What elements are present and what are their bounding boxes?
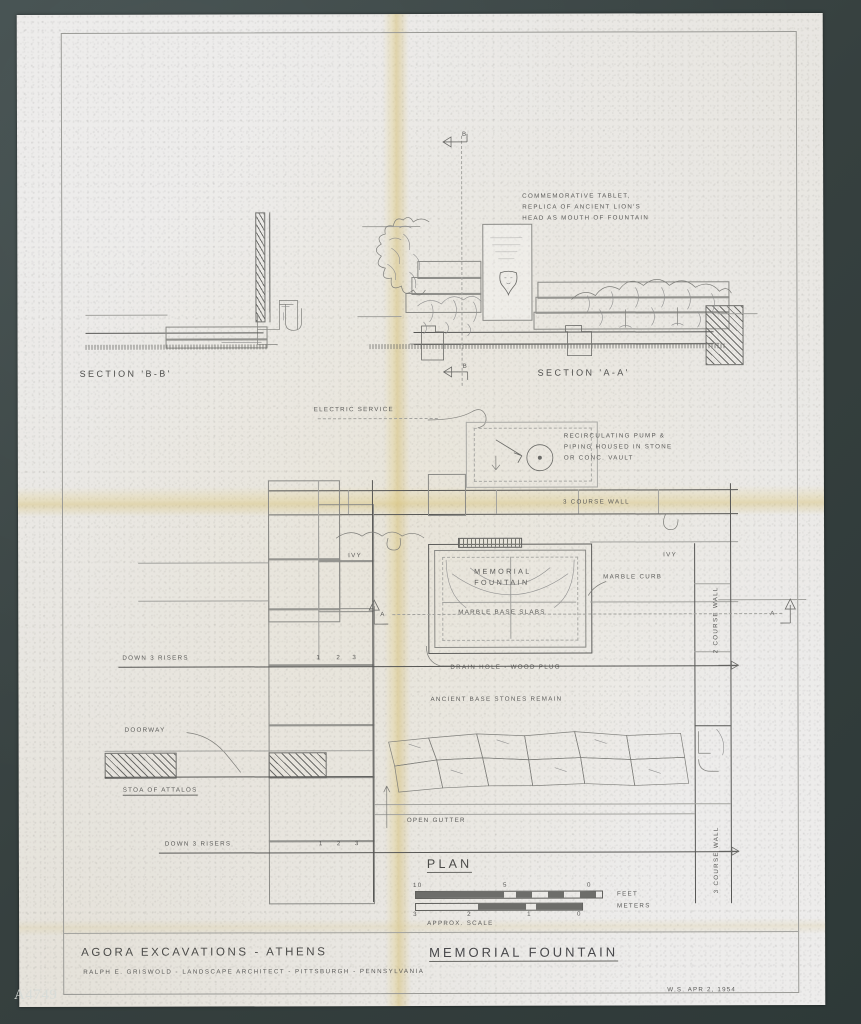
- plan-wall-joint-3: [495, 489, 498, 514]
- riser-arrow-upper: [718, 660, 740, 670]
- drawing-sheet: COMMEMORATIVE TABLET, REPLICA OF ANCIENT…: [16, 12, 826, 1008]
- riser-number-2-lower: 2: [336, 840, 342, 848]
- down-risers-lower-label: DOWN 3 RISERS: [164, 840, 232, 848]
- open-gutter-leader: [383, 785, 391, 829]
- scale-tick-feet-5: 5: [502, 881, 508, 889]
- section-marker-b-top-label: B: [462, 130, 468, 138]
- plan-left-block-i: [268, 776, 375, 843]
- ivy-left-label: IVY: [348, 552, 363, 560]
- scale-tick-meters-0: 0: [577, 910, 582, 918]
- electric-service-leader: [427, 409, 487, 429]
- scale-tick-feet-10: 10: [412, 881, 423, 890]
- section-marker-a-left: [368, 599, 389, 625]
- memorial-fountain-label-1: MEMORIAL: [474, 566, 532, 576]
- tablet-note-line1: COMMEMORATIVE TABLET,: [522, 192, 631, 200]
- down-risers-upper-label: DOWN 3 RISERS: [122, 654, 189, 662]
- archive-number: A4749: [14, 987, 58, 1003]
- wall-3-course-top-label: 3 COURSE WALL: [562, 498, 630, 506]
- marble-curb-leader: [587, 581, 607, 596]
- bb-section-linework: [221, 214, 302, 345]
- wall-2-course-right-label: 2 COURSE WALL: [712, 586, 720, 654]
- stoa-label: STOA OF ATTALOS: [122, 786, 198, 796]
- section-marker-a-left-label: A: [380, 611, 386, 619]
- plan-wall-joint-5: [657, 489, 660, 514]
- riser-number-3-lower: 3: [354, 840, 360, 848]
- scale-tick-meters-2: 2: [467, 910, 472, 918]
- plan-drawing: ELECTRIC SERVICE RECIRCULATING PUMP & PI…: [17, 13, 823, 905]
- riser-arrow-lower: [718, 846, 740, 856]
- section-marker-b-bottom-label: B: [462, 362, 469, 370]
- riser-number-1-lower: 1: [318, 840, 324, 848]
- tablet-note-line2: REPLICA OF ANCIENT LION'S: [522, 203, 642, 211]
- scale-unit-feet: FEET: [616, 890, 639, 898]
- scale-tick-feet-0: 0: [586, 881, 592, 889]
- doorway-jamb-right: [268, 752, 327, 779]
- section-bb-label: SECTION 'B-B': [79, 368, 172, 379]
- drawing-title: MEMORIAL FOUNTAIN: [429, 944, 619, 962]
- doorway-leader: [186, 732, 241, 773]
- section-marker-b-bottom: [442, 366, 469, 380]
- scale-tick-meters-3: 3: [413, 911, 418, 919]
- ivy-left-icon: [417, 296, 482, 337]
- pump-note-line1: RECIRCULATING PUMP &: [563, 432, 666, 440]
- tablet-inscription: [490, 237, 523, 260]
- marble-curb-label: MARBLE CURB: [603, 573, 663, 581]
- ancient-stones-field: [388, 731, 690, 793]
- bb-upper-rule: [85, 314, 168, 316]
- right-wall-joint-4: [694, 803, 731, 805]
- ivy-left-plan-icon: [335, 531, 425, 551]
- ivy-right-label: IVY: [663, 551, 678, 559]
- plan-title: PLAN: [426, 856, 473, 873]
- scale-bar-feet: [414, 890, 604, 900]
- electric-service-label: ELECTRIC SERVICE: [313, 406, 394, 414]
- plan-left-block-g: [268, 664, 375, 727]
- shrub-left-icon: [375, 217, 430, 296]
- plan-left-block-f: [268, 608, 375, 667]
- signature-date: W.S. APR 2, 1954: [667, 986, 737, 994]
- tablet-note-line3: HEAD AS MOUTH OF FOUNTAIN: [522, 214, 650, 222]
- right-wall-joint-1: [694, 583, 731, 585]
- riser-number-3-upper: 3: [352, 654, 358, 662]
- section-bb-drawing: [17, 13, 823, 350]
- memorial-fountain-label-2: FOUNTAIN: [474, 577, 530, 587]
- ancient-base-stones-label: ANCIENT BASE STONES REMAIN: [430, 695, 563, 703]
- riser-number-1-upper: 1: [316, 654, 322, 662]
- scale-bar-meters: [415, 902, 584, 912]
- plan-left-block-j: [268, 840, 376, 905]
- project-title: AGORA EXCAVATIONS - ATHENS: [81, 946, 328, 959]
- doorway-label: DOORWAY: [124, 726, 166, 734]
- bb-earth-line: [85, 344, 268, 350]
- section-marker-b-top: [442, 133, 468, 148]
- ivy-right-plan-icon: [663, 513, 679, 530]
- section-aa-label: SECTION 'A-A': [537, 367, 630, 378]
- doorway-jamb-left: [104, 752, 177, 779]
- lion-head-spout-icon: [499, 270, 518, 297]
- pump-symbol: [491, 439, 554, 472]
- riser-number-2-upper: 2: [336, 654, 342, 662]
- ivy-right-icon: [571, 279, 732, 328]
- open-gutter-label: OPEN GUTTER: [406, 816, 466, 825]
- wall-3-course-right-label: 3 COURSE WALL: [712, 826, 721, 894]
- aa-earth-line: [369, 343, 726, 350]
- pump-note-line3: OR CONC. VAULT: [563, 454, 634, 462]
- plan-upper-small-block: [427, 473, 467, 516]
- credit-line: RALPH E. GRISWOLD - LANDSCAPE ARCHITECT …: [83, 967, 425, 976]
- right-wall-step-detail: [698, 729, 725, 772]
- drain-hole-leader: [426, 645, 455, 667]
- scale-unit-meters: METERS: [617, 902, 651, 910]
- fountain-spout-block: [458, 537, 523, 548]
- scale-caption: APPROX. SCALE: [427, 919, 494, 927]
- scale-tick-meters-1: 1: [527, 910, 532, 918]
- fountain-water-arcs: [445, 559, 575, 609]
- section-marker-a-right: [780, 598, 796, 624]
- pump-note-line2: PIPING HOUSED IN STONE: [563, 443, 673, 451]
